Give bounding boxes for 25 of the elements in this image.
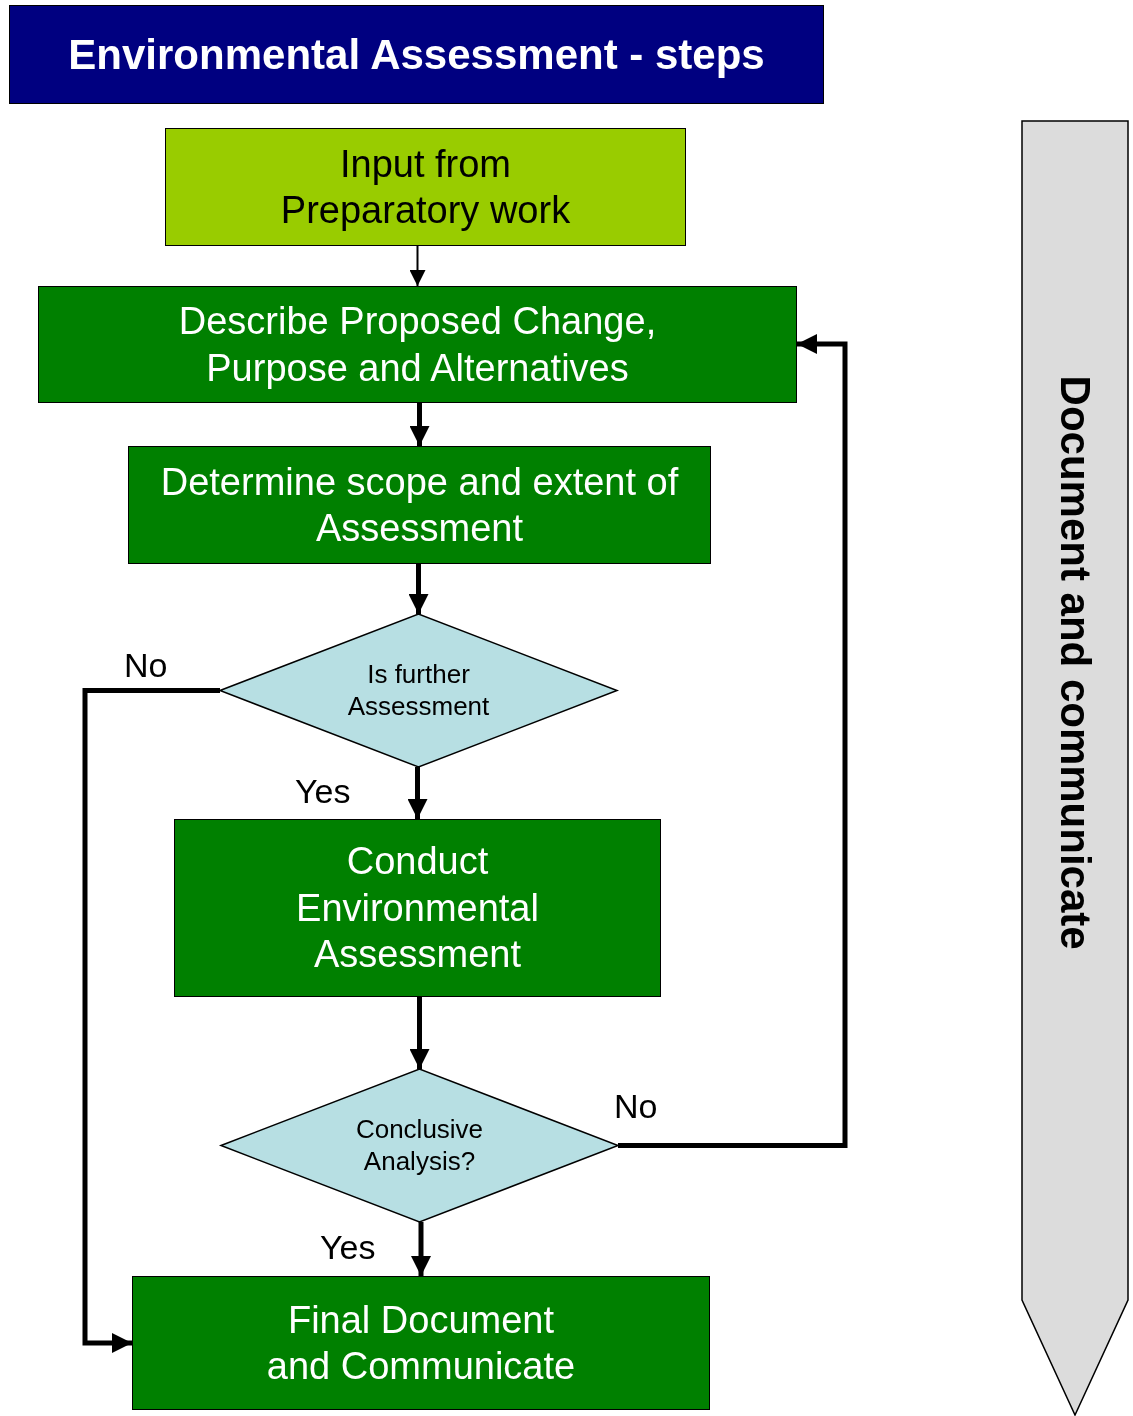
node-label: Is further Assessment — [346, 658, 491, 723]
node-label: Determine scope and extent of Assessment — [159, 459, 680, 551]
decision-diamond — [221, 1069, 618, 1222]
process-box — [174, 819, 661, 997]
node-label: Describe Proposed Change, Purpose and Alternatives — [177, 299, 658, 391]
arrow — [409, 245, 426, 287]
process-box — [128, 446, 711, 564]
arrow — [408, 564, 429, 614]
node-label: Conclusive Analysis? — [354, 1113, 485, 1178]
arrow — [411, 1222, 431, 1276]
arrow — [82, 688, 220, 1353]
title-banner: Environmental Assessment - steps — [9, 5, 824, 104]
arrow — [409, 997, 430, 1069]
arrow-banner — [1022, 121, 1128, 1415]
arrow — [409, 403, 430, 446]
process-box — [132, 1276, 710, 1410]
vertical-label: Document and communicate — [1050, 375, 1100, 951]
process-box — [38, 286, 797, 403]
arrow — [618, 334, 848, 1148]
arrow — [407, 767, 428, 819]
node-label: Conduct Environmental Assessment — [295, 839, 540, 978]
process-box — [165, 128, 686, 246]
decision-diamond — [220, 614, 617, 767]
node-label: Final Document and Communicate — [265, 1297, 577, 1389]
node-label: Input from Preparatory work — [279, 141, 572, 233]
